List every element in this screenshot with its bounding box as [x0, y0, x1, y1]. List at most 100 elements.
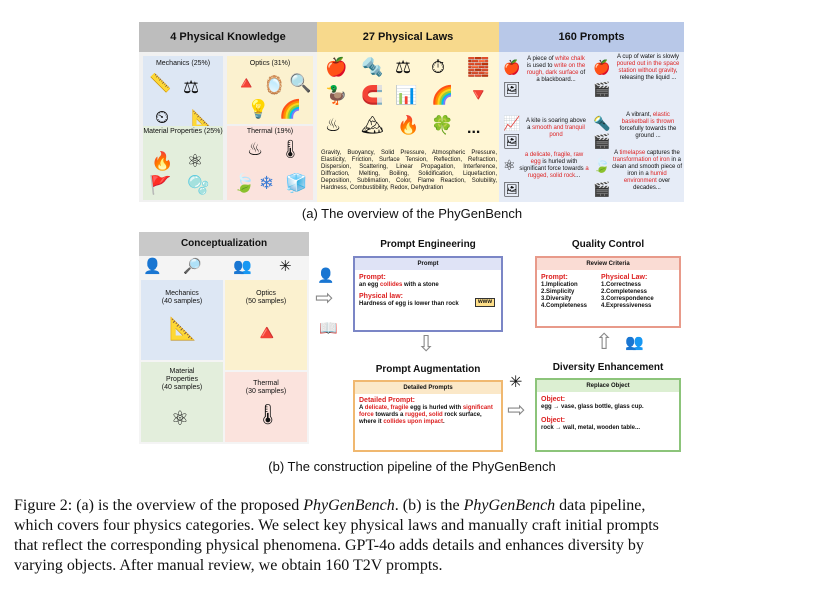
prism-refract-icon: 🔻 — [467, 85, 490, 105]
diversity-enhancement-panel: Diversity Enhancement Replace Object Obj… — [535, 358, 681, 454]
law-key: Physical law: — [359, 293, 403, 300]
obj-key-1: Object: — [541, 396, 566, 403]
detailed-box: Detailed Prompts Detailed Prompt: A deli… — [353, 380, 503, 452]
qc-p3: 3.Diversity — [541, 296, 572, 302]
duck-icon: 🦆 — [325, 85, 348, 105]
optics-count: (50 samples) — [245, 298, 287, 305]
mountain-icon: 🏔 — [361, 115, 384, 135]
quality-control-panel: Quality Control Review Criteria Prompt: … — [535, 234, 681, 330]
thermal-name: Thermal — [253, 380, 279, 387]
flame-icon: 🔥 — [397, 115, 420, 135]
arrow-down: ⇩ — [417, 332, 436, 357]
incline-icon: 📐 — [191, 109, 214, 129]
prism-icon: 🔺 — [235, 73, 258, 93]
overview-figure: 4 Physical Knowledge Mechanics (25%) 📏 ⚖… — [139, 22, 684, 202]
apple-mini-icon: 🍎 — [503, 59, 521, 75]
qc-l2: 2.Completeness — [601, 289, 648, 295]
caption-line-4: varying objects. After manual review, we… — [14, 557, 443, 574]
material-label: Material Properties (25%) — [143, 128, 223, 135]
obj-val-2: rock → wall, metal, wooden table... — [541, 425, 641, 431]
prompt-chalk: A piece of white chalk is used to write … — [526, 56, 586, 83]
balance-icon: ⚖ — [183, 77, 200, 97]
obj-val-1: egg → vase, glass bottle, glass cup. — [541, 404, 644, 410]
optics-name: Optics — [256, 290, 276, 297]
thermometer-block-icon: 🌡 — [255, 404, 281, 426]
material-count: (40 samples) — [161, 384, 203, 391]
leaf-icon: 🍃 — [233, 173, 256, 193]
www-badge-icon: www — [474, 298, 495, 307]
person-small-icon: 👤 — [317, 267, 335, 283]
optics-cell: Optics (31%) 🔺 🪞 🔍 💡 🌈 — [227, 56, 313, 124]
gauge-icon: ⏲ — [155, 107, 170, 127]
prompt-engineering-title: Prompt Engineering — [380, 239, 476, 250]
prompt-augmentation-panel: Prompt Augmentation Detailed Prompts Det… — [353, 360, 503, 454]
pipeline-figure: Conceptualization 👤 🔎 👥 ✳ Mechanics (40 … — [139, 232, 684, 456]
arrow-up: ⇧ — [595, 330, 614, 355]
flag-icon: 🚩 — [149, 175, 172, 195]
optics-mini-icon: 🔦 — [593, 115, 611, 131]
apple-mini-icon-2: 🍎 — [593, 59, 611, 75]
detailed-value: A delicate, fragile egg is hurled with s… — [359, 405, 493, 425]
mechanics-count: (40 samples) — [161, 298, 203, 305]
www-search-icon: 🔎 — [183, 258, 202, 275]
detailed-label: Detailed Prompts — [355, 382, 501, 394]
qc-law-col: Physical Law: 1.Correctness 2.Completene… — [601, 274, 671, 310]
snowflake-icon: ❄ — [259, 173, 275, 193]
optics-label: Optics (31%) — [249, 60, 291, 67]
spring-icon: 🔩 — [361, 57, 384, 77]
chart-icon: 📈 — [503, 115, 521, 131]
prompts-column: 160 Prompts 🍎 🖼 A piece of white chalk i… — [499, 22, 684, 202]
caption-line-2: which covers four physics categories. We… — [14, 517, 659, 534]
video-icon-6: 🎬 — [593, 181, 611, 197]
qc-l4: 4.Expressiveness — [601, 303, 652, 309]
quality-control-title: Quality Control — [571, 239, 645, 250]
person-icon: 👤 — [143, 258, 162, 275]
apple-tree-icon: 🍎 — [325, 57, 348, 77]
prompt-egg: a delicate, fragile, raw egg is hurled w… — [519, 152, 589, 179]
conceptualization-panel: Conceptualization 👤 🔎 👥 ✳ Mechanics (40 … — [139, 232, 309, 444]
video-icon: 🖼 — [503, 81, 521, 97]
ruler-icon: 📏 — [149, 73, 172, 93]
caption-line-3: that reflect the corresponding physical … — [14, 537, 644, 554]
arrow-right-1: ⇨ — [315, 286, 334, 311]
material-block: Material Properties (40 samples) ⚛ — [141, 362, 223, 442]
qc-prompt-col: Prompt: 1.Implication 2.Simplicity 3.Div… — [541, 274, 601, 310]
incline-block-icon: 📐 — [169, 316, 197, 341]
material-name-1: Material — [169, 368, 195, 375]
mechanics-label: Mechanics (25%) — [155, 60, 211, 67]
caption-line-1: Figure 2: (a) is the overview of the pro… — [14, 497, 646, 514]
mirror-icon: 🪞 — [263, 75, 286, 95]
fire-icon: 🔥 — [151, 151, 174, 171]
atom-mini-icon: ⚛ — [503, 157, 516, 173]
prompt-box: Prompt Prompt: an egg collides with a st… — [353, 256, 503, 332]
thermal-count: (30 samples) — [245, 388, 287, 395]
steam-icon: ♨ — [247, 139, 264, 159]
qc-p4: 4.Completeness — [541, 303, 588, 309]
atom-block-icon: ⚛ — [171, 408, 189, 430]
prompt-basketball: A vibrant, elastic basketball is thrown … — [619, 112, 677, 139]
more-ellipsis: ... — [467, 120, 481, 137]
replace-box: Replace Object Object: egg → vase, glass… — [535, 378, 681, 452]
prompt-key: Prompt: — [359, 274, 386, 281]
review-box: Review Criteria Prompt: 1.Implication 2.… — [535, 256, 681, 328]
team-small-icon: 👥 — [625, 334, 644, 351]
prompt-water: A cup of water is slowly poured out in t… — [616, 54, 680, 81]
conceptualization-header: Conceptualization — [139, 232, 309, 256]
video-icon-3: 🖼 — [503, 133, 521, 149]
qc-l1: 1.Correctness — [601, 282, 642, 288]
prompts-header: 160 Prompts — [499, 22, 684, 52]
openai-mid-icon: ✳ — [509, 374, 523, 391]
video-icon-2: 🎬 — [593, 81, 611, 97]
openai-icon: ✳ — [279, 258, 292, 275]
ice-icon: 🧊 — [285, 173, 308, 193]
figure-caption: Figure 2: (a) is the overview of the pro… — [14, 496, 814, 576]
book-icon: 📖 — [319, 320, 338, 337]
pressure-gauge-icon: ⏱ — [431, 57, 446, 77]
leaf-green-icon: 🍀 — [431, 115, 454, 135]
qc-prompt-key: Prompt: — [541, 274, 568, 281]
team-icon: 👥 — [233, 258, 252, 275]
caption-b: (b) The construction pipeline of the Phy… — [268, 459, 556, 474]
thermometer-icon: 🌡 — [279, 139, 302, 159]
optics-block: Optics (50 samples) 🔺 — [225, 280, 307, 370]
light-icon: 💡 — [247, 99, 270, 119]
